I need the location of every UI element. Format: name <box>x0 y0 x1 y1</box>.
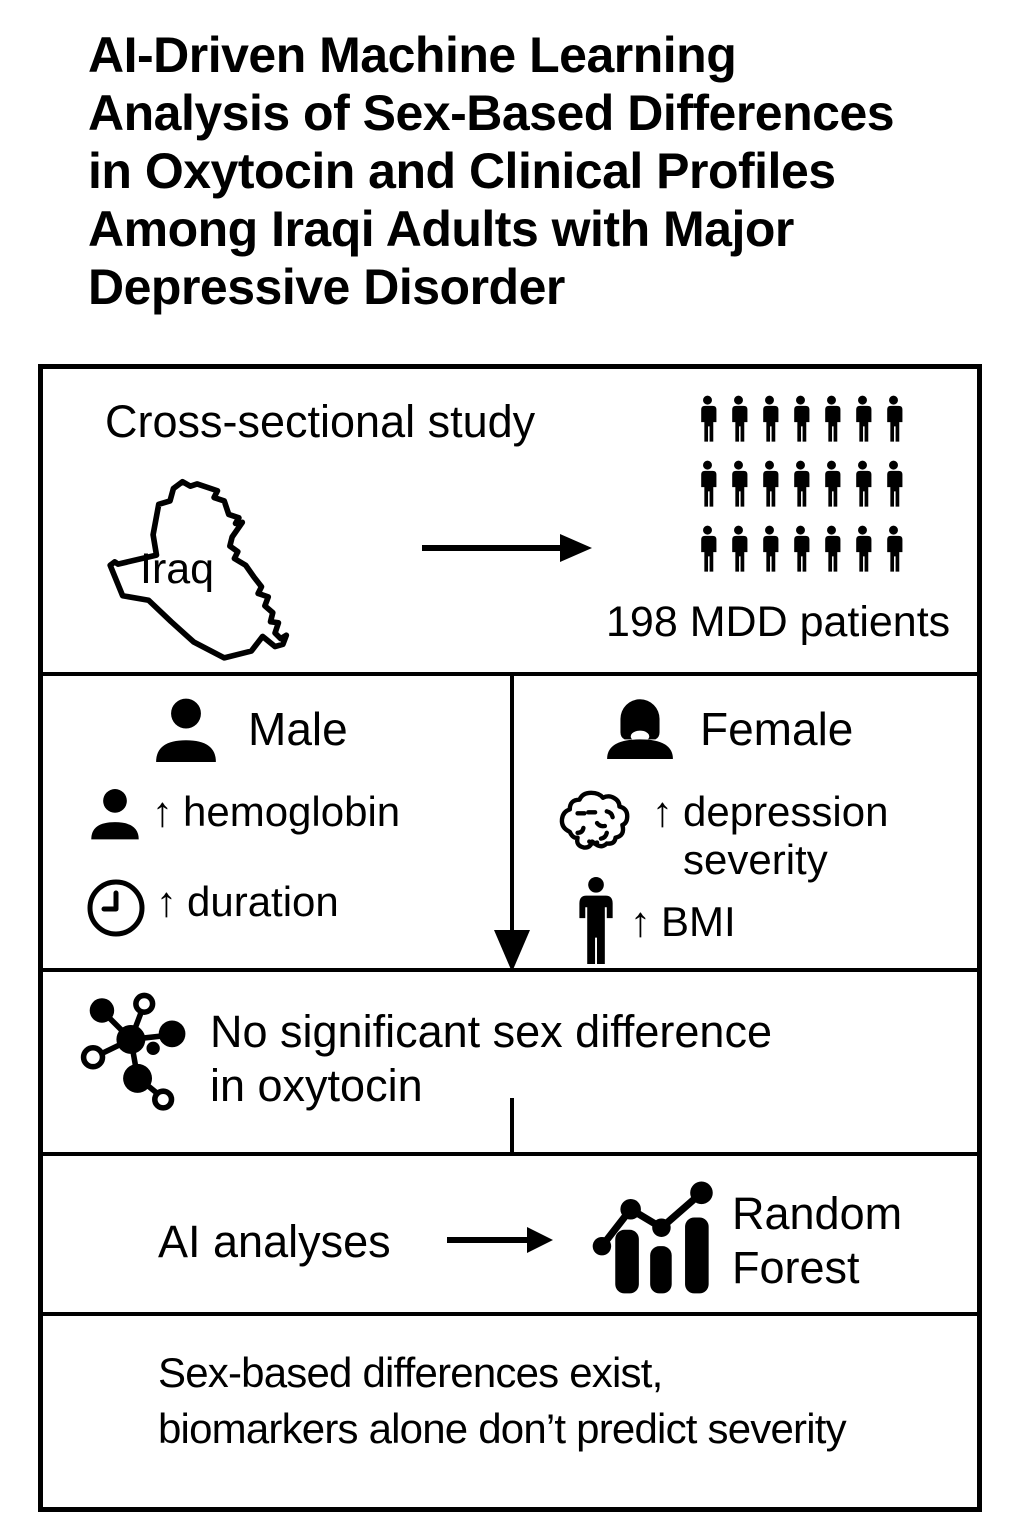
person-pictogram-icon <box>856 395 872 442</box>
person-pictogram-icon <box>794 460 810 507</box>
female-header: Female <box>700 703 854 755</box>
person-pictogram-icon <box>794 525 810 572</box>
person-pictogram-icon <box>887 395 903 442</box>
conclusion-line: Sex-based differences exist, <box>158 1349 663 1396</box>
title-line: Analysis of Sex-Based Differences <box>88 85 895 141</box>
patients-caption: 198 MDD patients <box>606 598 951 646</box>
diagram-box <box>38 364 982 1512</box>
finding-label: duration <box>187 878 339 925</box>
molecule-icon <box>80 992 186 1111</box>
page-title: AI-Driven Machine Learning Analysis of S… <box>88 26 1018 316</box>
body-icon <box>579 876 613 965</box>
down-arrow-icon <box>494 930 530 972</box>
right-arrow-icon <box>447 1227 553 1253</box>
patients-grid <box>692 390 909 578</box>
oxytocin-finding-line: in oxytocin <box>210 1060 423 1111</box>
person-bust-icon <box>91 789 139 840</box>
person-pictogram-icon <box>732 525 748 572</box>
person-pictogram-icon <box>763 525 779 572</box>
person-pictogram-icon <box>701 460 717 507</box>
finding-label: depression severity <box>683 788 889 883</box>
person-pictogram-icon <box>794 395 810 442</box>
section-divider <box>38 1312 982 1316</box>
oxytocin-finding-line: No significant sex difference <box>210 1006 772 1057</box>
title-line: Depressive Disorder <box>88 259 565 315</box>
person-pictogram-icon <box>856 460 872 507</box>
right-arrow-icon <box>422 534 592 562</box>
random-forest-line: Forest <box>732 1242 860 1293</box>
person-pictogram-icon <box>825 525 841 572</box>
country-label: Iraq <box>140 545 215 593</box>
person-pictogram-icon <box>732 395 748 442</box>
conclusion-line: biomarkers alone don’t predict severity <box>158 1405 847 1452</box>
clock-icon <box>87 879 145 937</box>
male-finding-row: ↑ hemoglobin <box>88 788 400 840</box>
person-pictogram-icon <box>701 395 717 442</box>
person-pictogram-icon <box>732 460 748 507</box>
female-finding-row: ↑ depression severity <box>556 788 923 884</box>
female-finding-row: ↑ BMI <box>574 876 736 966</box>
up-arrow-glyph: ↑ <box>156 878 177 925</box>
up-arrow-glyph: ↑ <box>152 788 173 835</box>
male-female-divider <box>510 672 514 934</box>
person-pictogram-icon <box>887 525 903 572</box>
title-line: AI-Driven Machine Learning <box>88 27 737 83</box>
person-pictogram-icon <box>856 525 872 572</box>
up-arrow-glyph: ↑ <box>652 788 673 835</box>
iraq-map-outline-icon <box>107 478 290 661</box>
title-line: Among Iraqi Adults with Major <box>88 201 794 257</box>
up-arrow-glyph: ↑ <box>630 898 651 945</box>
person-pictogram-icon <box>887 460 903 507</box>
forest-chart-icon <box>592 1181 713 1294</box>
person-pictogram-icon <box>763 395 779 442</box>
finding-label: BMI <box>661 898 736 945</box>
person-pictogram-icon <box>763 460 779 507</box>
study-type-label: Cross-sectional study <box>105 396 536 447</box>
ai-analyses-label: AI analyses <box>158 1216 391 1267</box>
person-pictogram-icon <box>825 460 841 507</box>
flow-connector <box>510 1098 514 1156</box>
person-pictogram-icon <box>701 525 717 572</box>
male-header: Male <box>248 703 348 755</box>
male-bust-icon <box>156 698 216 762</box>
random-forest-line: Random <box>732 1188 903 1239</box>
female-bust-icon <box>607 699 673 759</box>
brain-icon <box>559 790 630 850</box>
person-pictogram-icon <box>825 395 841 442</box>
finding-label: hemoglobin <box>183 788 401 835</box>
section-divider <box>38 968 982 972</box>
male-finding-row: ↑ duration <box>86 878 339 938</box>
title-line: in Oxytocin and Clinical Profiles <box>88 143 836 199</box>
